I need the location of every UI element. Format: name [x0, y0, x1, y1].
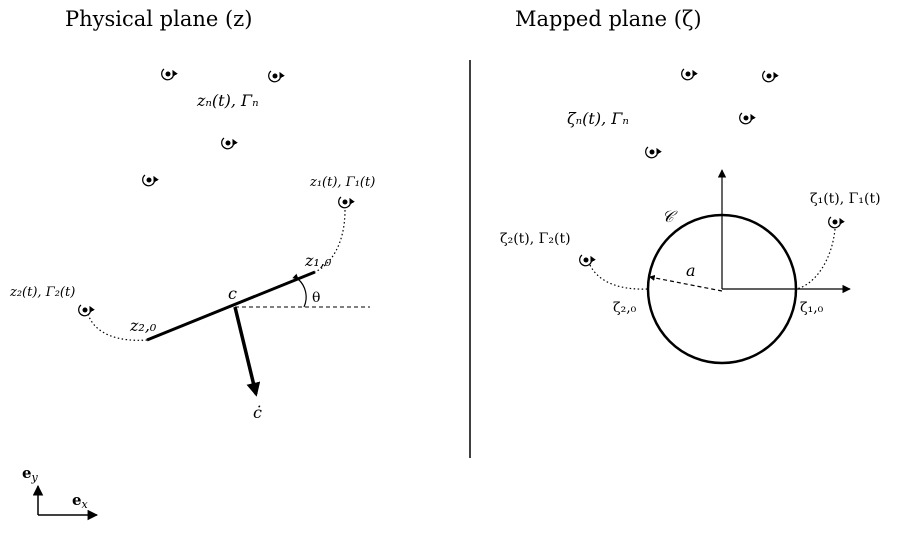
vortex-icon — [645, 146, 662, 159]
mapped-vortex-2-path — [589, 264, 649, 290]
vortex-icon — [762, 70, 779, 83]
vortex-icon — [221, 137, 238, 150]
mapped-vortex-2-label: ζ₂(t), Γ₂(t) — [500, 231, 571, 247]
ex-label: ex — [72, 491, 89, 511]
vortex-icon — [142, 174, 159, 187]
mapped-vortex-1-label: ζ₁(t), Γ₁(t) — [810, 191, 881, 207]
circle-label: 𝒞 — [662, 207, 678, 226]
radius-arrow-icon — [648, 274, 723, 292]
vortex-1-path — [314, 209, 346, 273]
vortex-icon — [828, 216, 845, 229]
vortex-icon — [579, 254, 596, 267]
ey-label: ey — [22, 464, 39, 484]
c-label: c — [228, 284, 237, 303]
physical-vortex-n-label: zₙ(t), Γₙ — [196, 91, 259, 110]
mapped-vortex-n-label: ζₙ(t), Γₙ — [567, 109, 629, 128]
physical-plane-title: Physical plane (z) — [65, 7, 252, 31]
vortex-icon — [78, 304, 95, 317]
vortex-icon — [338, 196, 355, 209]
velocity-arrow-icon — [233, 306, 261, 397]
physical-vortex-2-label: z₂(t), Γ₂(t) — [9, 285, 75, 300]
vortex-icon — [681, 68, 698, 81]
mapped-plane-title: Mapped plane (ζ) — [515, 7, 702, 31]
zeta10-label: ζ₁,₀ — [800, 300, 824, 316]
radius-label: a — [686, 261, 696, 280]
vortex-icon — [268, 70, 285, 83]
vortex-icon — [739, 112, 756, 125]
z20-label: z₂,₀ — [129, 316, 157, 335]
mapped-vortex-1-path — [795, 228, 836, 290]
vortex-icon — [161, 68, 178, 81]
flat-plate — [146, 270, 316, 342]
theta-arc — [292, 273, 307, 308]
zeta20-label: ζ₂,₀ — [613, 300, 637, 316]
cdot-label: ċ — [253, 403, 262, 422]
z10-label: z₁,₀ — [304, 251, 332, 270]
theta-label: θ — [312, 290, 320, 306]
physical-vortex-1-label: z₁(t), Γ₁(t) — [309, 175, 375, 190]
